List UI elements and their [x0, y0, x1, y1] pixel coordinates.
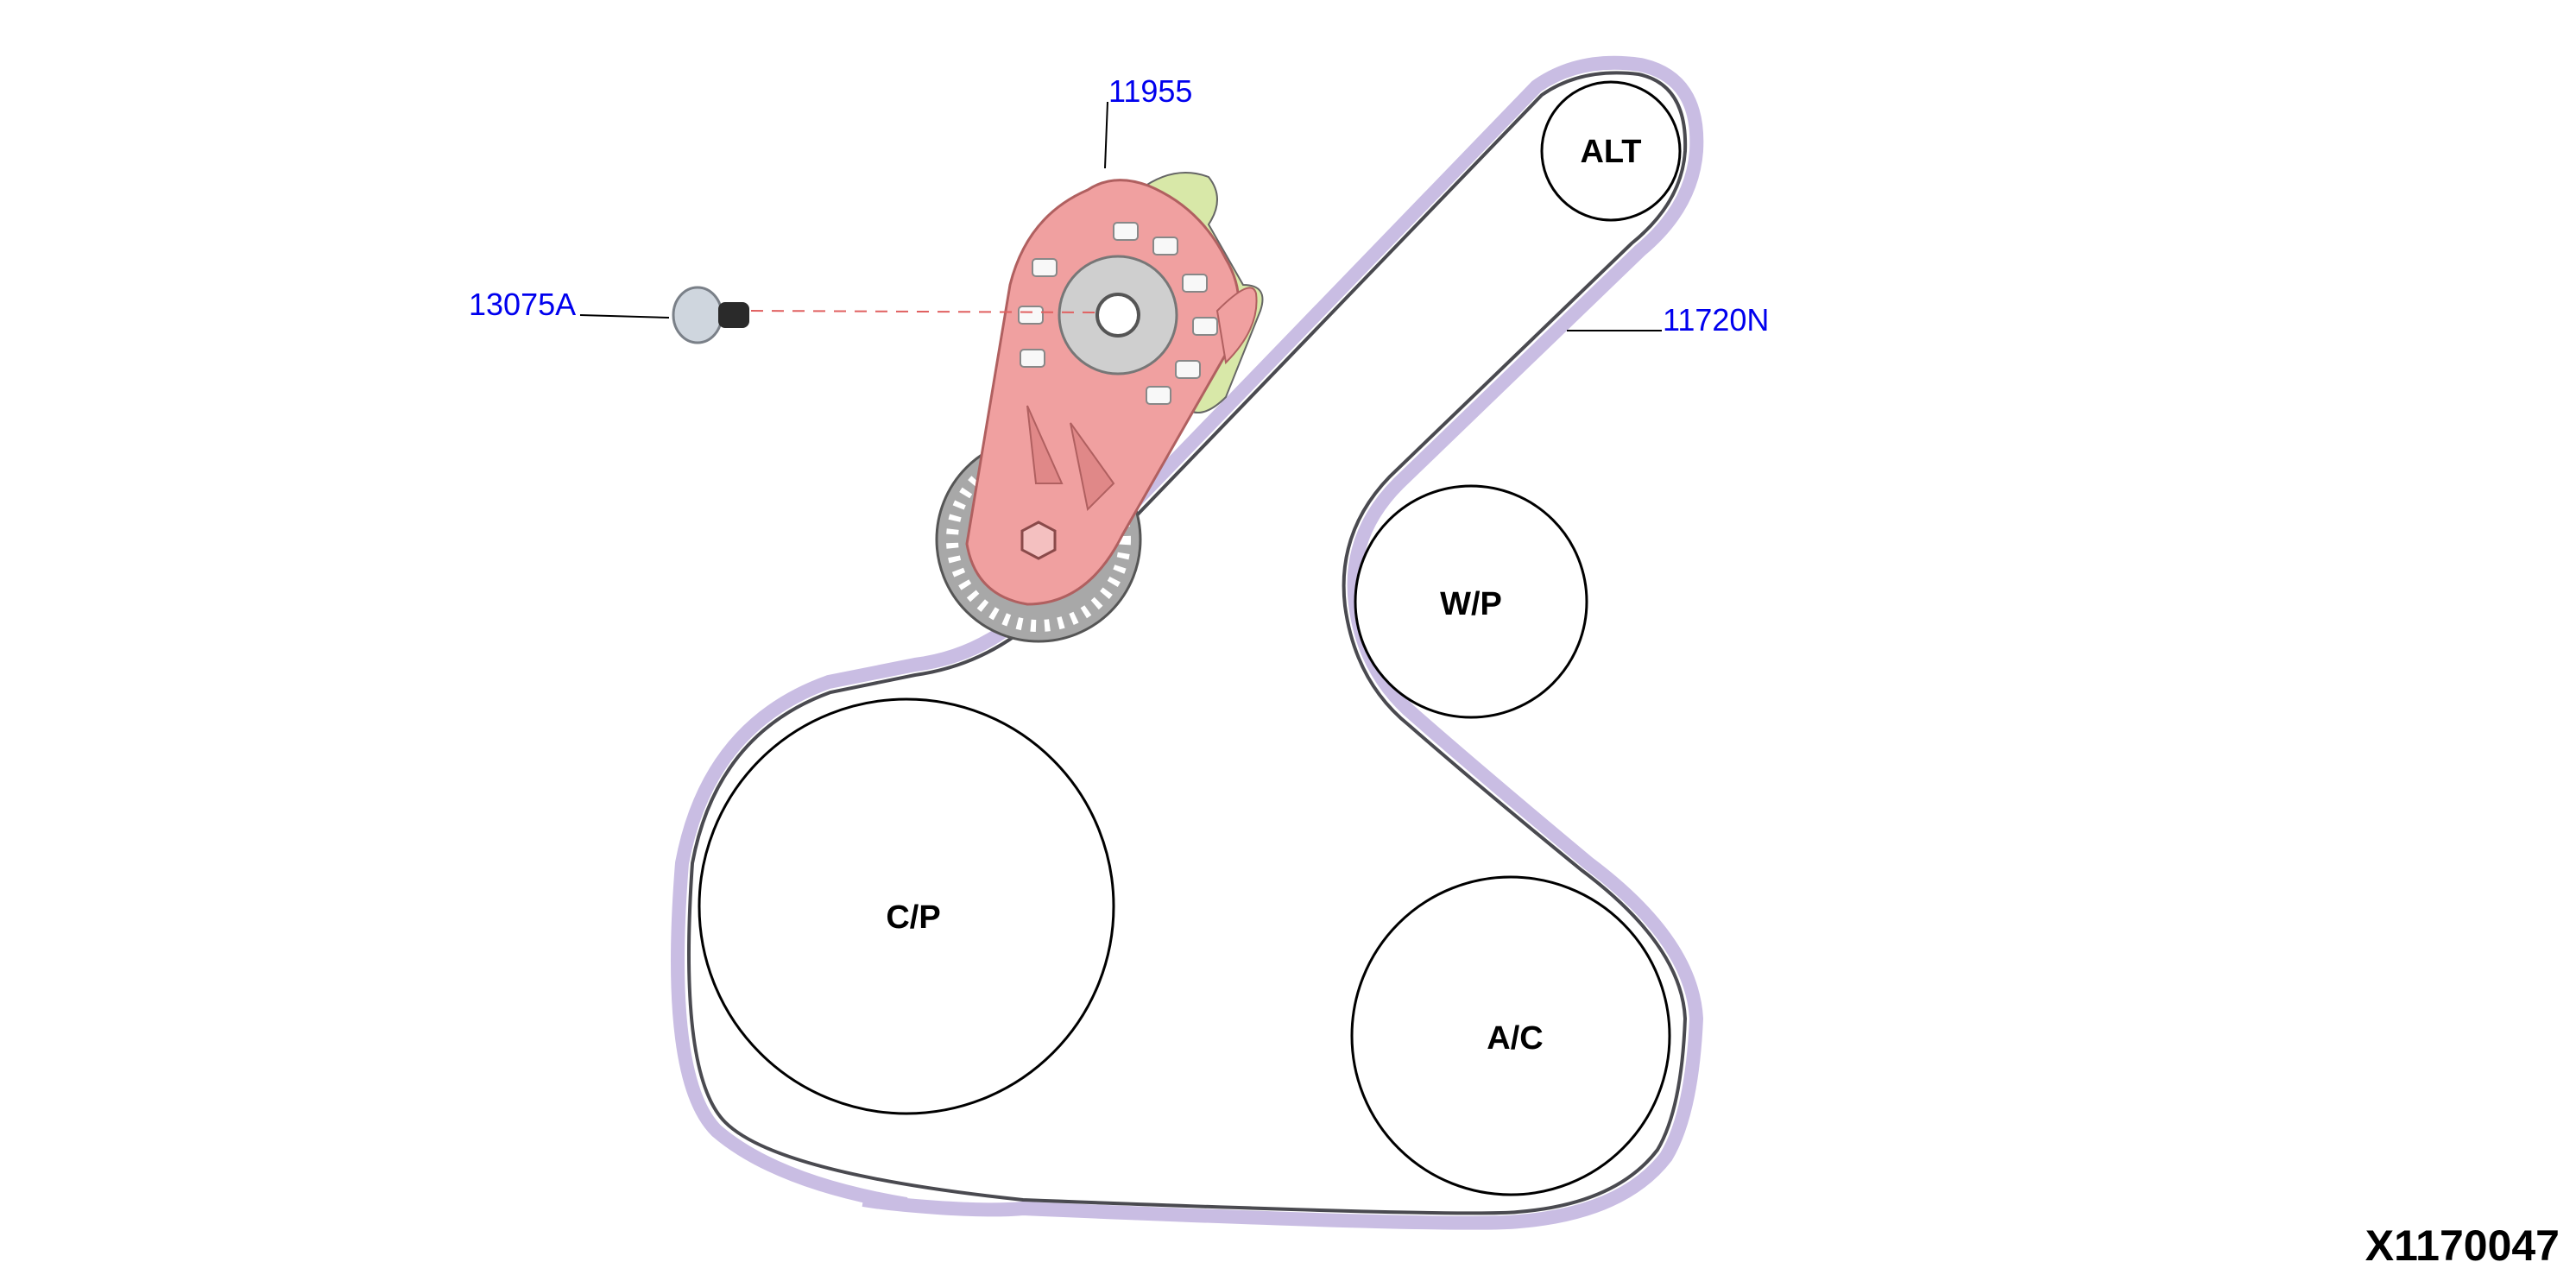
pulley-crankshaft: C/P [698, 697, 1115, 1115]
belt-band [671, 55, 1704, 1230]
tensioner-slot [1032, 258, 1058, 277]
pulley-ac-label: A/C [1487, 1020, 1543, 1057]
tensioner-arm-rib [1026, 405, 1064, 484]
tensioner-slot [1146, 386, 1171, 405]
pulley-alt: ALT [1540, 80, 1682, 222]
pulley-alt-label: ALT [1580, 134, 1641, 170]
tensioner-idler-hex-bolt [1020, 521, 1057, 560]
pulley-cp-label: C/P [886, 899, 940, 936]
drive-belt [671, 55, 1704, 1230]
tensioner-slot [1182, 274, 1208, 293]
callout-bolt-leader [579, 314, 670, 319]
tensioner-slot [1152, 237, 1178, 256]
tensioner-slot [1192, 317, 1218, 336]
bolt-head [672, 286, 723, 344]
tensioner-arm-rib [1070, 422, 1115, 512]
pulley-alt-circle [1540, 80, 1682, 222]
tensioner-idler-ring [946, 447, 1131, 632]
bolt-alignment-leader [750, 310, 1097, 313]
bolt-shank [718, 302, 749, 328]
pulley-wp-label: W/P [1440, 586, 1502, 622]
callout-tensioner-label: 11955 [1108, 73, 1192, 109]
tensioner-hook [1215, 287, 1258, 365]
tensioner-slot [1020, 349, 1045, 368]
callout-bolt-label: 13075A [469, 287, 576, 322]
pulley-ac-compressor: A/C [1350, 875, 1671, 1196]
pulley-cp-circle [698, 697, 1115, 1115]
tensioner-slot [1018, 306, 1044, 325]
belt-inner-edge [687, 71, 1688, 1215]
callout-belt-label: 11720N [1663, 302, 1769, 338]
tensioner-slot [1113, 222, 1139, 241]
pulley-wp-circle [1354, 484, 1588, 719]
tensioner-bolt [672, 286, 749, 344]
tensioner-slots [1018, 222, 1218, 405]
tensioner-arm [965, 179, 1241, 606]
pulley-water-pump: W/P [1354, 484, 1588, 719]
callout-tensioner-leader [1104, 101, 1108, 169]
tensioner-slot [1175, 360, 1201, 379]
tensioner-pivot-bore [1095, 293, 1140, 338]
pulley-ac-circle [1350, 875, 1671, 1196]
figure-id: X1170047 [2365, 1221, 2560, 1270]
belt-tensioner [935, 172, 1264, 643]
